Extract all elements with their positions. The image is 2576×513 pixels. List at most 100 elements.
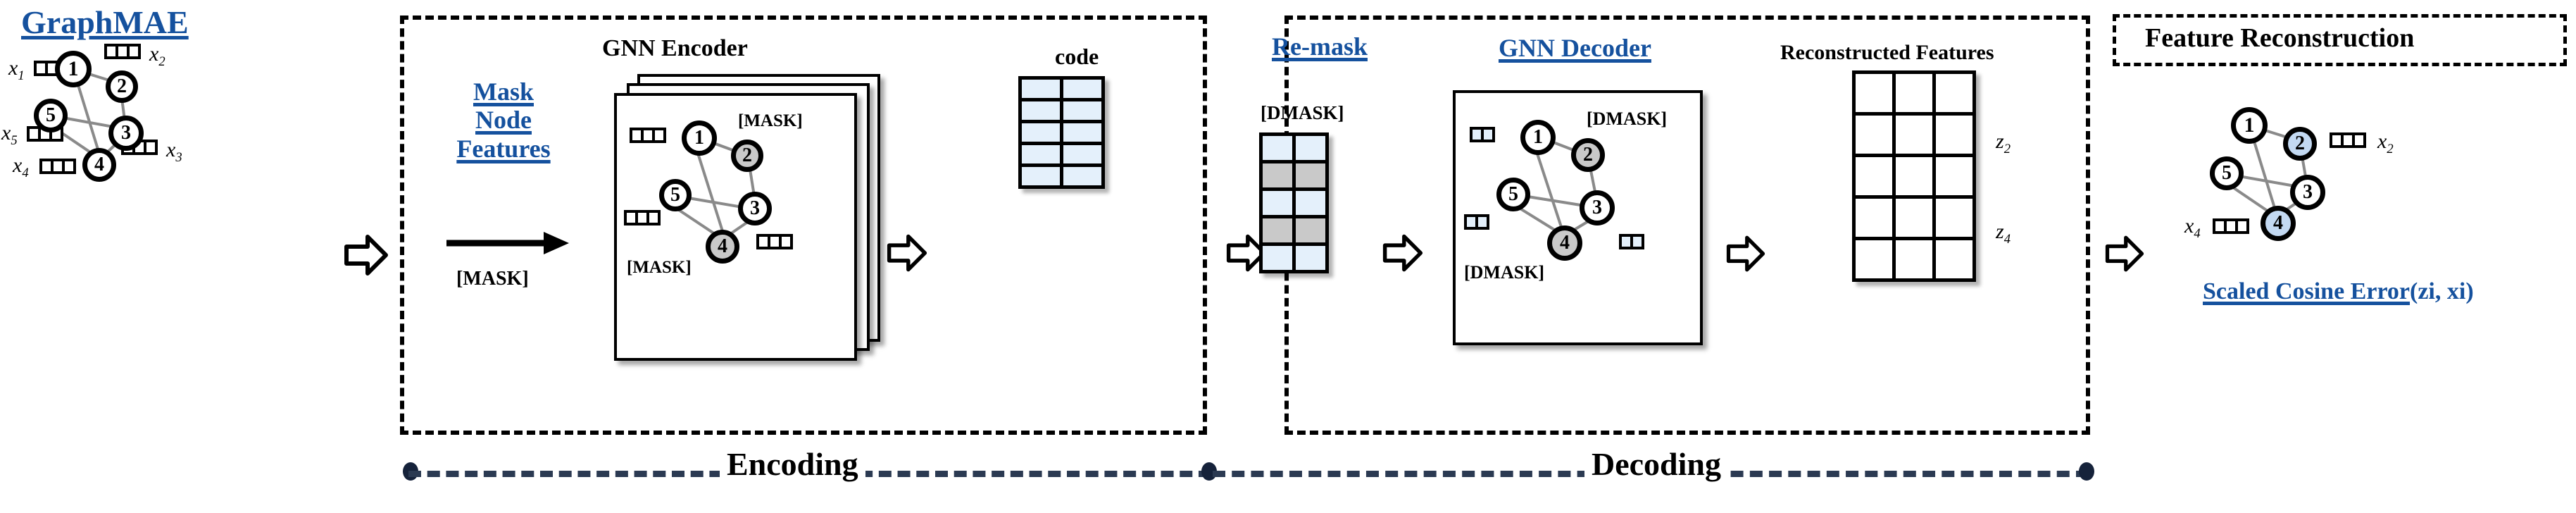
encoder-node-3[interactable]: 3 — [738, 192, 772, 225]
mask-arrow-icon — [446, 232, 569, 254]
matrix-cell — [1292, 187, 1329, 218]
matrix-cell — [1852, 237, 1896, 282]
reconstruction-feature-strip-x2 — [2330, 132, 2366, 148]
feature-cell — [1475, 214, 1489, 230]
reconstruction-graph: 1 2 3 4 5 x2 x4 — [2176, 99, 2542, 275]
feature-cell — [2352, 132, 2366, 148]
decoder-node-1[interactable]: 1 — [1520, 120, 1556, 155]
remask-matrix — [1259, 132, 1329, 273]
matrix-cell — [1060, 163, 1105, 189]
reconstruction-feature-label-x4: x4 — [2184, 214, 2201, 241]
encoder-node-1[interactable]: 1 — [682, 120, 717, 156]
matrix-cell — [1932, 154, 1976, 199]
matrix-row — [1852, 70, 1976, 116]
decoder-node-5[interactable]: 5 — [1496, 178, 1530, 211]
matrix-row — [1852, 112, 1976, 157]
matrix-row — [1852, 237, 1976, 282]
encoder-node-5[interactable]: 5 — [659, 179, 692, 211]
arrow-encoder-to-code — [887, 234, 927, 272]
decoder-node-4[interactable]: 4 — [1547, 225, 1582, 261]
feature-cell — [1481, 127, 1495, 142]
encoder-node-2[interactable]: 2 — [731, 140, 763, 172]
matrix-cell — [1932, 112, 1976, 157]
matrix-cell — [1932, 70, 1976, 116]
matrix-row — [1018, 163, 1105, 189]
matrix-cell-masked — [1259, 215, 1296, 246]
matrix-cell — [1852, 70, 1896, 116]
reconstruction-node-3[interactable]: 3 — [2290, 175, 2325, 210]
reconstruction-node-1[interactable]: 1 — [2231, 107, 2268, 144]
encoder-node-4[interactable]: 4 — [706, 230, 739, 264]
graph-node-2[interactable]: 2 — [106, 70, 138, 103]
matrix-row — [1259, 242, 1329, 273]
reconstruction-node-5[interactable]: 5 — [2210, 156, 2244, 190]
reconstructed-row-label-z2: z2 — [1996, 130, 2011, 156]
matrix-cell — [1259, 242, 1296, 273]
feature-reconstruction-box — [2113, 14, 2567, 66]
matrix-cell — [1852, 154, 1896, 199]
matrix-cell — [1892, 112, 1936, 157]
graph-node-1[interactable]: 1 — [55, 51, 92, 87]
matrix-cell — [1892, 195, 1936, 240]
reconstruction-feature-strip-x4 — [2213, 218, 2249, 234]
encoder-feature-strip-3 — [756, 234, 793, 249]
decoder-card: [DMASK] [DMASK] 1 2 3 4 5 — [1453, 90, 1703, 345]
graph-node-3[interactable]: 3 — [108, 116, 144, 151]
loss-name: Scaled Cosine Error — [2203, 278, 2411, 304]
matrix-row — [1852, 154, 1976, 199]
encoder-feature-strip-5 — [624, 210, 661, 225]
encoding-panel — [400, 16, 1207, 435]
decoder-feature-strip-1 — [1470, 127, 1495, 142]
remask-title: Re-mask — [1272, 32, 1368, 61]
matrix-row-masked — [1259, 160, 1329, 191]
feature-label-x5: x5 — [1, 121, 18, 148]
reconstructed-features-matrix — [1852, 70, 1976, 282]
reconstruction-node-2[interactable]: 2 — [2283, 127, 2317, 161]
encoder-layer-1: [MASK] [MASK] 1 2 3 4 5 — [614, 93, 857, 361]
decoder-dmask-tag-node4: [DMASK] — [1464, 262, 1545, 283]
mask-label-line-2: Node — [475, 106, 532, 135]
graph-node-5[interactable]: 5 — [34, 99, 68, 132]
matrix-cell — [1018, 163, 1063, 189]
arrow-input-to-encoding — [344, 235, 388, 276]
encoder-mask-tag-node2: [MASK] — [738, 111, 803, 130]
code-title: code — [1055, 44, 1099, 69]
feature-strip-x2 — [104, 44, 141, 59]
feature-cell — [646, 210, 661, 225]
matrix-cell — [1852, 112, 1896, 157]
feature-cell — [1630, 234, 1644, 249]
mask-arrow-caption: [MASK] — [456, 268, 529, 290]
decoder-node-2[interactable]: 2 — [1571, 138, 1605, 172]
reconstruction-node-4[interactable]: 4 — [2261, 206, 2296, 241]
arrow-encoding-to-decoding — [1226, 234, 1267, 272]
decoder-feature-strip-3 — [1619, 234, 1644, 249]
reconstructed-row-label-z4: z4 — [1996, 220, 2011, 247]
arrow-remask-to-decoder — [1382, 234, 1423, 272]
matrix-row — [1259, 132, 1329, 163]
feature-reconstruction-title: Feature Reconstruction — [2145, 23, 2415, 53]
encoding-section-label: Encoding — [720, 445, 865, 483]
feature-cell — [779, 234, 793, 249]
decoder-node-3[interactable]: 3 — [1580, 190, 1615, 225]
matrix-cell — [1060, 120, 1105, 145]
matrix-row — [1852, 195, 1976, 240]
matrix-cell-masked — [1259, 160, 1296, 191]
gnn-decoder-title: GNN Decoder — [1499, 34, 1651, 62]
decoding-bar-end-dot — [2079, 462, 2094, 481]
feature-cell — [652, 128, 666, 143]
mask-node-features-label: Mask Node Features — [440, 78, 567, 163]
mask-label-line-3: Features — [456, 134, 551, 163]
feature-cell — [62, 159, 76, 174]
matrix-cell — [1060, 142, 1105, 167]
matrix-cell-masked — [1292, 160, 1329, 191]
graph-node-4[interactable]: 4 — [82, 148, 116, 182]
matrix-cell — [1932, 195, 1976, 240]
matrix-cell — [1892, 237, 1936, 282]
decoder-dmask-tag-node2: [DMASK] — [1587, 109, 1668, 129]
matrix-cell — [1259, 132, 1296, 163]
mask-label-line-1: Mask — [473, 78, 534, 106]
matrix-cell-masked — [1292, 215, 1329, 246]
matrix-row — [1018, 142, 1105, 167]
input-graph: x1 x2 x5 x3 x4 1 2 3 4 5 — [0, 42, 338, 183]
matrix-cell — [1892, 154, 1936, 199]
